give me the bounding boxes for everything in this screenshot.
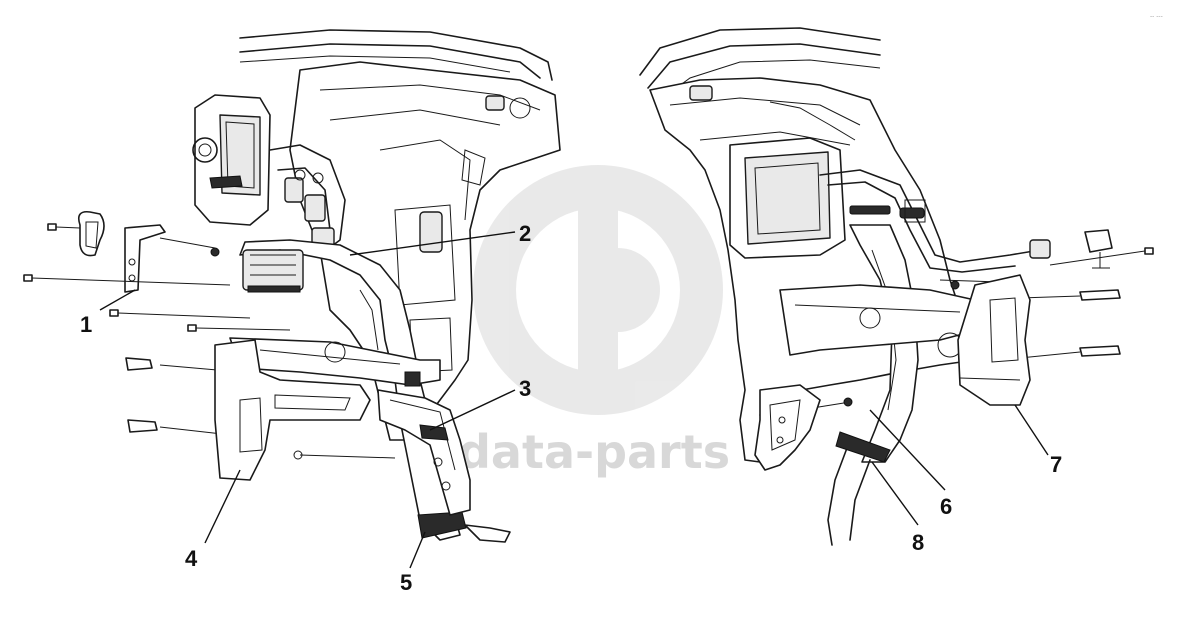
bolt-set-left <box>23 223 396 460</box>
right-assembly <box>639 27 1154 546</box>
callout-1: 1 <box>80 312 92 337</box>
callout-6: 6 <box>940 494 952 519</box>
watermark-logo <box>473 165 723 415</box>
callout-7: 7 <box>1050 452 1062 477</box>
left-assembly <box>23 29 561 543</box>
bolt-set-right <box>799 247 1154 411</box>
callout-3: 3 <box>519 376 531 401</box>
callout-2: 2 <box>519 221 531 246</box>
callout-5: 5 <box>400 570 412 595</box>
callout-8: 8 <box>912 530 924 555</box>
corner-mark: -- --- <box>1150 13 1163 20</box>
callout-4: 4 <box>185 546 198 571</box>
watermark-text: data-parts <box>458 425 730 479</box>
callout-leaders <box>99 231 1049 569</box>
